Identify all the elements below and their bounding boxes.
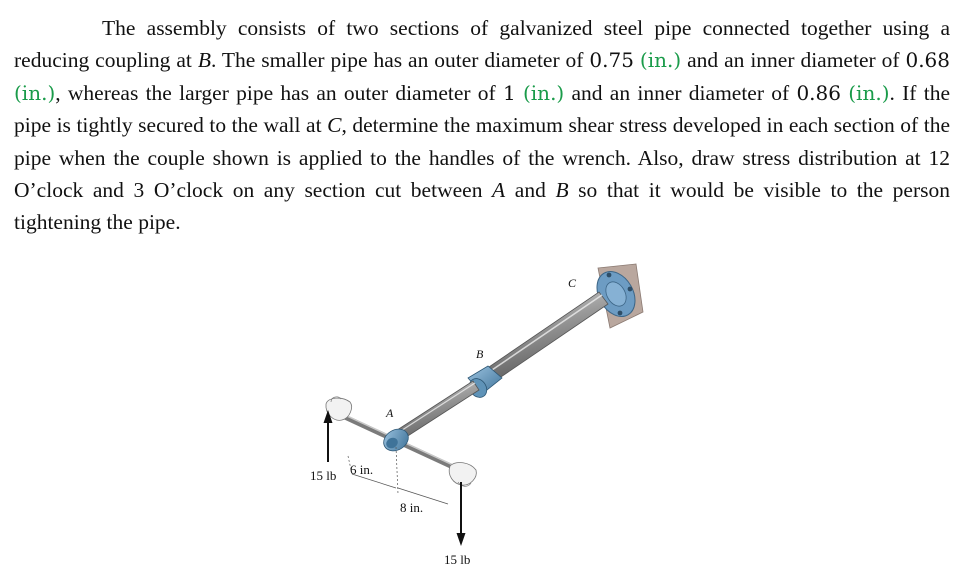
force-arrow-left xyxy=(323,410,333,462)
pipe-assembly-figure: C B A 15 lb 6 in. 8 in. 15 lb xyxy=(310,263,644,567)
problem-text: . If the pipe is tightly secured to the … xyxy=(14,80,950,138)
problem-text: and an inner diameter of xyxy=(564,80,797,105)
force-label-left: 15 lb xyxy=(310,468,336,483)
point-label-b: B xyxy=(555,178,569,203)
dimension-label-6in: 6 in. xyxy=(350,462,373,477)
problem-statement: The assembly consists of two sections of… xyxy=(14,12,950,239)
problem-text: . The smaller pipe has an outer diameter… xyxy=(210,48,590,73)
right-hand xyxy=(448,462,477,487)
label-a: A xyxy=(385,406,394,420)
force-arrow-right xyxy=(456,482,466,546)
unit-label: (in.) xyxy=(639,48,682,73)
wrench xyxy=(331,409,471,477)
dimension-8in xyxy=(395,446,449,505)
point-label-a: A xyxy=(492,178,506,203)
large-inner-diameter: 0.86 xyxy=(796,80,841,105)
large-pipe xyxy=(488,291,609,380)
dimension-6in xyxy=(347,455,397,489)
unit-label: (in.) xyxy=(848,80,890,105)
unit-label: (in.) xyxy=(522,80,565,105)
small-inner-diameter: 0.68 xyxy=(905,48,950,73)
problem-text: and xyxy=(505,178,556,203)
dimension-label-8in: 8 in. xyxy=(400,500,423,515)
large-outer-diameter: 1 xyxy=(502,80,516,105)
unit-label: (in.) xyxy=(14,80,56,105)
label-c: C xyxy=(568,276,577,290)
problem-text: and an inner diameter of xyxy=(681,48,906,73)
label-b: B xyxy=(476,347,484,361)
problem-text: so that it would be visible to the perso… xyxy=(14,178,950,235)
problem-text: , whereas the larger pipe has an outer d… xyxy=(55,80,503,105)
small-outer-diameter: 0.75 xyxy=(589,48,634,73)
problem-text: The assembly consists of two sections of… xyxy=(14,16,950,73)
left-hand xyxy=(325,396,352,421)
point-label-b: B xyxy=(197,48,211,73)
point-label-c: C xyxy=(327,113,342,138)
force-label-right: 15 lb xyxy=(444,552,470,567)
problem-text: , determine the maximum shear stress dev… xyxy=(14,113,950,203)
